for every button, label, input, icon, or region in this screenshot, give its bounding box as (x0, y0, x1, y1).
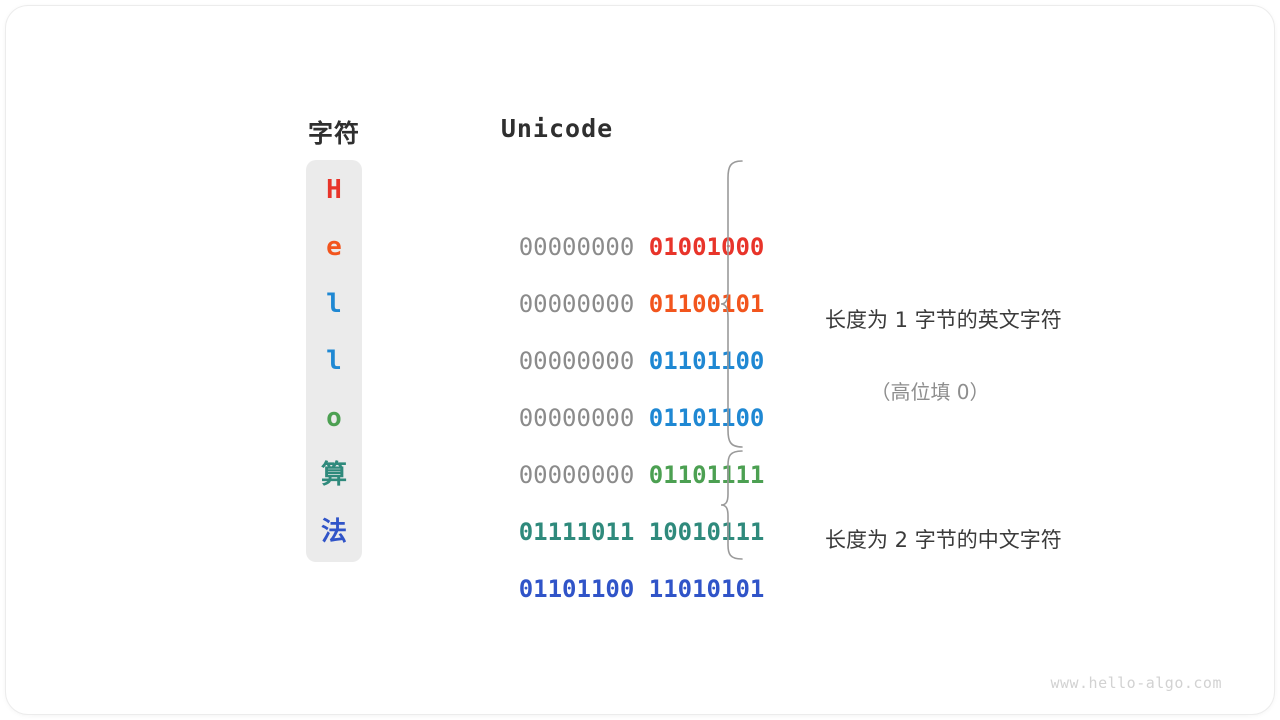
low-byte: 10010111 (648, 518, 765, 546)
annotation-one-byte-sub: （高位填 0） (870, 380, 990, 404)
row-character: 算 (320, 460, 347, 490)
table-row: l 00000000 01101100 (306, 276, 765, 375)
row-unicode-bits: 00000000 01101111 (432, 390, 765, 489)
row-unicode-bits: 00000000 01101100 (432, 333, 765, 432)
low-byte: 11010101 (648, 575, 765, 603)
row-unicode-bits: 01111011 10010111 (432, 447, 765, 546)
table-row: o 00000000 01101111 (306, 390, 765, 489)
table-row: l 00000000 01101100 (306, 333, 765, 432)
high-byte: 00000000 (518, 290, 635, 318)
annotation-one-byte-main: 长度为 1 字节的英文字符 (824, 308, 1062, 332)
row-unicode-bits: 00000000 01101100 (432, 276, 765, 375)
table-row: 法 01101100 11010101 (306, 504, 765, 603)
table-row: e 00000000 01100101 (306, 219, 765, 318)
brace-one-byte-icon (720, 160, 743, 448)
column-header-character: 字符 (307, 120, 360, 148)
annotation-two-byte-main: 长度为 2 字节的中文字符 (824, 528, 1062, 552)
row-character: 法 (320, 517, 347, 547)
row-character: o (326, 403, 342, 433)
row-unicode-bits: 01101100 11010101 (432, 504, 765, 603)
annotation-one-byte: 长度为 1 字节的英文字符 （高位填 0） (770, 266, 1090, 482)
high-byte: 00000000 (518, 347, 635, 375)
table-row: 算 01111011 10010111 (306, 447, 765, 546)
low-byte: 01101100 (648, 404, 765, 432)
high-byte: 01111011 (518, 518, 635, 546)
brace-two-byte-icon (720, 450, 743, 560)
column-header-unicode: Unicode (500, 114, 614, 143)
character-column-background (306, 160, 362, 562)
row-character: l (326, 289, 342, 319)
row-character: H (326, 175, 342, 205)
row-character: e (326, 232, 342, 262)
high-byte: 00000000 (518, 461, 635, 489)
high-byte: 00000000 (518, 233, 635, 261)
watermark: www.hello-algo.com (1050, 674, 1222, 692)
annotation-two-byte: 长度为 2 字节的中文字符 (770, 486, 1090, 594)
row-character: l (326, 346, 342, 376)
low-byte: 01001000 (648, 233, 765, 261)
low-byte: 01100101 (648, 290, 765, 318)
card-frame (6, 6, 1274, 714)
low-byte: 01101100 (648, 347, 765, 375)
row-unicode-bits: 00000000 01001000 (432, 162, 765, 261)
high-byte: 01101100 (518, 575, 635, 603)
high-byte: 00000000 (518, 404, 635, 432)
row-unicode-bits: 00000000 01100101 (432, 219, 765, 318)
low-byte: 01101111 (648, 461, 765, 489)
table-row: H 00000000 01001000 (306, 162, 765, 261)
